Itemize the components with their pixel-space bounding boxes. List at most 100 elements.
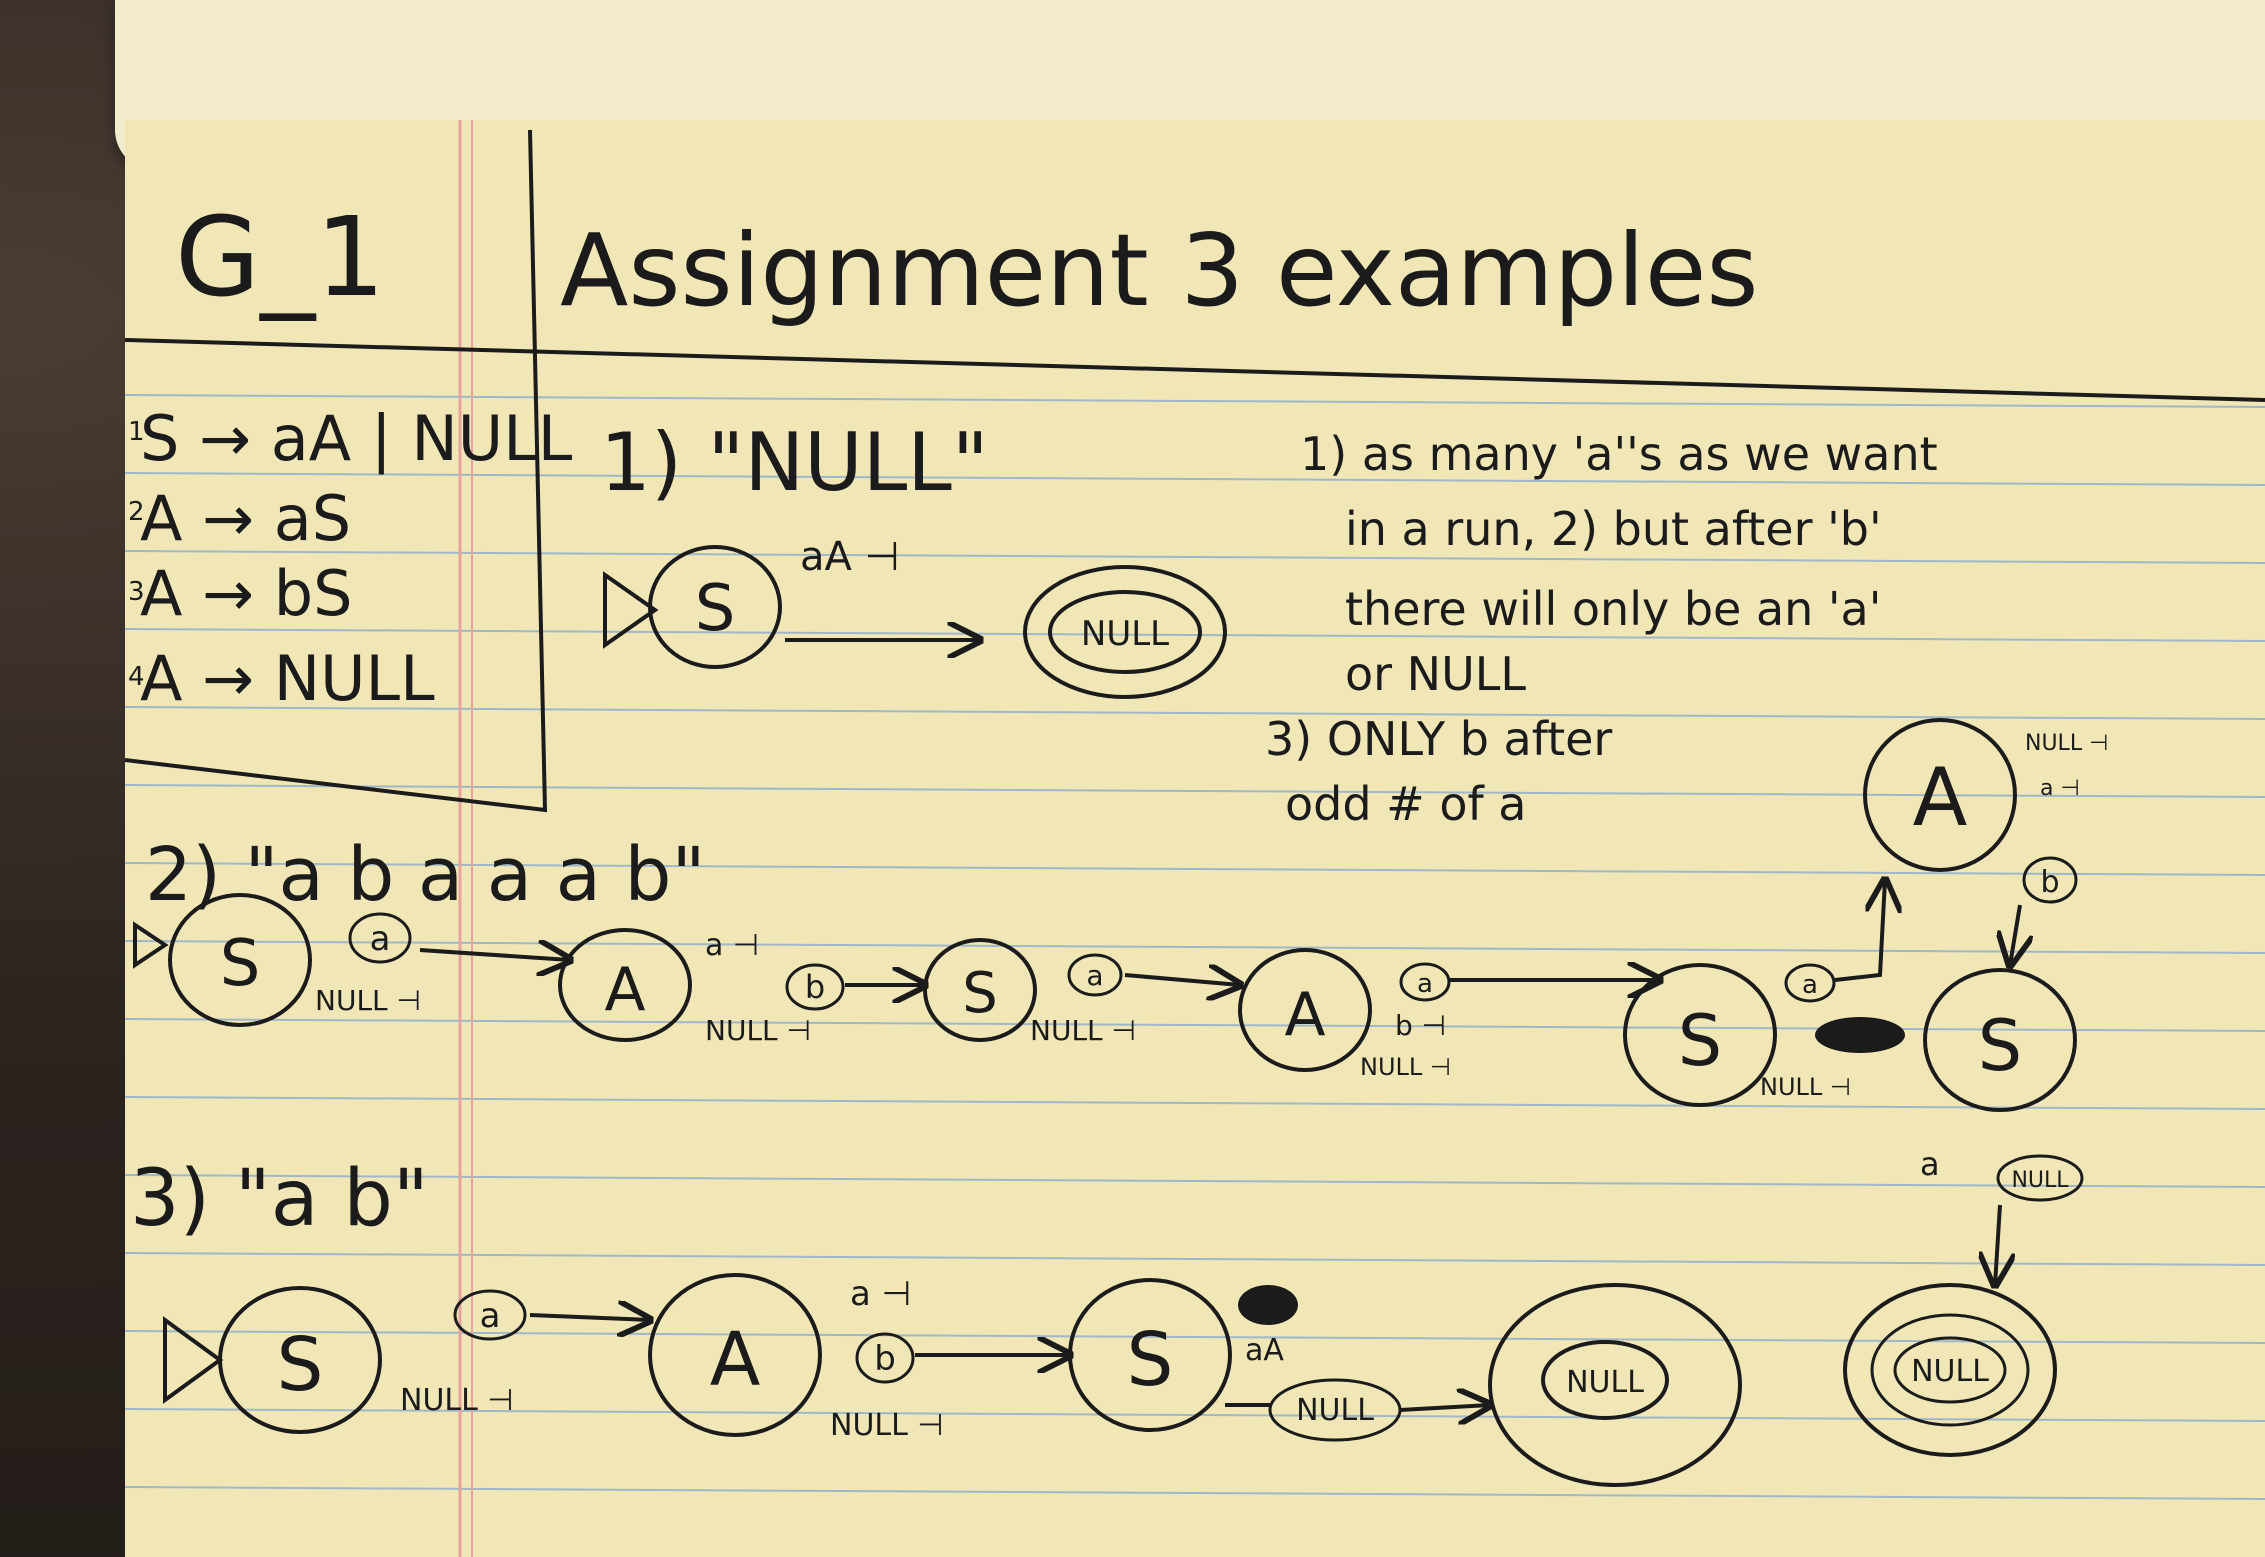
edge-null: NULL ⊣ — [1030, 1014, 1136, 1047]
example-3-heading: 3) "a b" — [130, 1154, 429, 1244]
legal-pad — [125, 120, 2265, 1557]
example-1-heading: 1) "NULL" — [600, 416, 989, 509]
rule-1-number: 1 — [128, 417, 145, 447]
ruled-line — [124, 1252, 2265, 1266]
symbol-bubble — [1996, 1154, 2084, 1202]
symbol-bubble — [855, 1332, 915, 1384]
symbol-bubble — [348, 912, 412, 964]
state-circle — [1863, 718, 2017, 872]
state-circle — [1238, 948, 1372, 1072]
scribble-mark — [1815, 1017, 1905, 1053]
rule-3: A → bS — [140, 557, 353, 630]
edge-null: NULL ⊣ — [705, 1014, 811, 1047]
note-line-6: odd # of a — [1285, 777, 1526, 831]
edge-null: NULL ⊣ — [830, 1408, 944, 1443]
note-line-4: or NULL — [1345, 647, 1526, 701]
edge-symbol: b — [2040, 865, 2059, 900]
symbol-bubble — [453, 1289, 527, 1341]
state-label: S — [220, 927, 261, 1001]
rule-2: A → aS — [140, 482, 351, 555]
ruled-line — [124, 1486, 2265, 1500]
header-divider — [124, 338, 2265, 402]
edge-null: NULL — [1296, 1393, 1374, 1428]
transition-arrow — [1399, 1405, 1490, 1410]
state-circle — [1923, 968, 2077, 1112]
rule-2-number: 2 — [128, 497, 145, 527]
example-3: 3) "a b" S a NULL ⊣ A a ⊣ b NULL ⊣ S aA … — [130, 1154, 2057, 1487]
state-label: A — [1284, 980, 1325, 1050]
rule-4-number: 4 — [128, 662, 145, 692]
example-1: 1) "NULL" S aA ⊣ NULL — [600, 416, 1227, 699]
grammar-box — [124, 129, 548, 813]
ruled-line — [124, 940, 2265, 954]
rule-1: S → aA | NULL — [140, 402, 573, 476]
state-label: A — [604, 955, 645, 1025]
edge-symbol: b — [805, 968, 825, 1006]
final-state-middle — [1870, 1313, 2030, 1427]
scribble-mark — [1238, 1285, 1298, 1325]
edge-symbol: a — [370, 919, 391, 959]
note-line-3: there will only be an 'a' — [1345, 582, 1881, 636]
edge-label: aA — [1245, 1333, 1284, 1368]
example-2: 2) "a b a a a b" S a NULL ⊣ A a ⊣ b NULL… — [133, 718, 2108, 1285]
ruled-line — [124, 784, 2265, 798]
rule-4: A → NULL — [140, 642, 435, 715]
transition-arrow — [529, 1315, 650, 1320]
transition-arrow — [1995, 1204, 2000, 1285]
rule-3-number: 3 — [128, 577, 145, 607]
edge-label: a ⊣ — [850, 1274, 911, 1314]
symbol-bubble — [1399, 962, 1451, 1002]
edge-label: a ⊣ — [705, 928, 759, 963]
final-state-inner — [1048, 590, 1202, 674]
state-circle — [923, 938, 1037, 1042]
state-label: S — [277, 1322, 324, 1408]
state-circle — [558, 928, 692, 1042]
edge-symbol: a — [1920, 1145, 1940, 1183]
state-label: S — [1678, 1000, 1722, 1082]
final-state-label: NULL — [1566, 1365, 1644, 1400]
ruled-line — [124, 472, 2265, 486]
transition-arrow — [1124, 975, 1240, 985]
edge-null: NULL — [2011, 1168, 2069, 1193]
corner-label: G_1 — [175, 193, 385, 321]
edge-symbol: a — [1417, 969, 1433, 999]
state-label: A — [1913, 751, 1968, 844]
final-state-label: NULL — [1081, 614, 1169, 654]
start-arrow-icon — [163, 1316, 224, 1404]
state-circle — [648, 545, 782, 669]
final-state-inner — [1541, 1340, 1669, 1420]
edge-symbol: a — [480, 1296, 501, 1336]
symbol-bubble — [2022, 856, 2078, 904]
state-label: A — [710, 1317, 761, 1403]
edge-symbol: a — [1086, 959, 1103, 992]
symbol-bubble — [1784, 963, 1836, 1003]
ruled-line — [124, 628, 2265, 642]
ruled-lines — [124, 394, 2265, 1500]
edge-symbol: b — [874, 1339, 896, 1379]
final-state-inner — [1893, 1336, 2007, 1404]
edge-null: NULL ⊣ — [2025, 731, 2108, 756]
edge-null: NULL ⊣ — [400, 1383, 514, 1418]
ruled-line — [124, 1174, 2265, 1188]
example-2-heading: 2) "a b a a a b" — [145, 832, 706, 918]
final-state-outer — [1023, 565, 1227, 699]
start-arrow-icon — [133, 921, 169, 969]
symbol-bubble — [1067, 953, 1123, 997]
ruled-line — [124, 706, 2265, 720]
page-title: Assignment 3 examples — [560, 212, 1759, 329]
edge-label: a ⊣ — [2040, 776, 2080, 801]
state-circle — [648, 1273, 822, 1437]
transition-arrow — [1834, 880, 1885, 982]
note-line-1: 1) as many 'a''s as we want — [1300, 427, 1938, 481]
edge-null: NULL ⊣ — [1360, 1053, 1451, 1081]
state-circle — [1623, 963, 1777, 1107]
state-circle — [1068, 1278, 1232, 1432]
final-state-outer — [1488, 1283, 1742, 1487]
note-line-2: in a run, 2) but after 'b' — [1345, 502, 1882, 556]
edge-b: b ⊣ — [1395, 1009, 1446, 1042]
ruled-line — [124, 394, 2265, 408]
ruled-line — [124, 1096, 2265, 1110]
transition-arrow — [2010, 904, 2020, 965]
start-arrow-icon — [603, 571, 659, 649]
